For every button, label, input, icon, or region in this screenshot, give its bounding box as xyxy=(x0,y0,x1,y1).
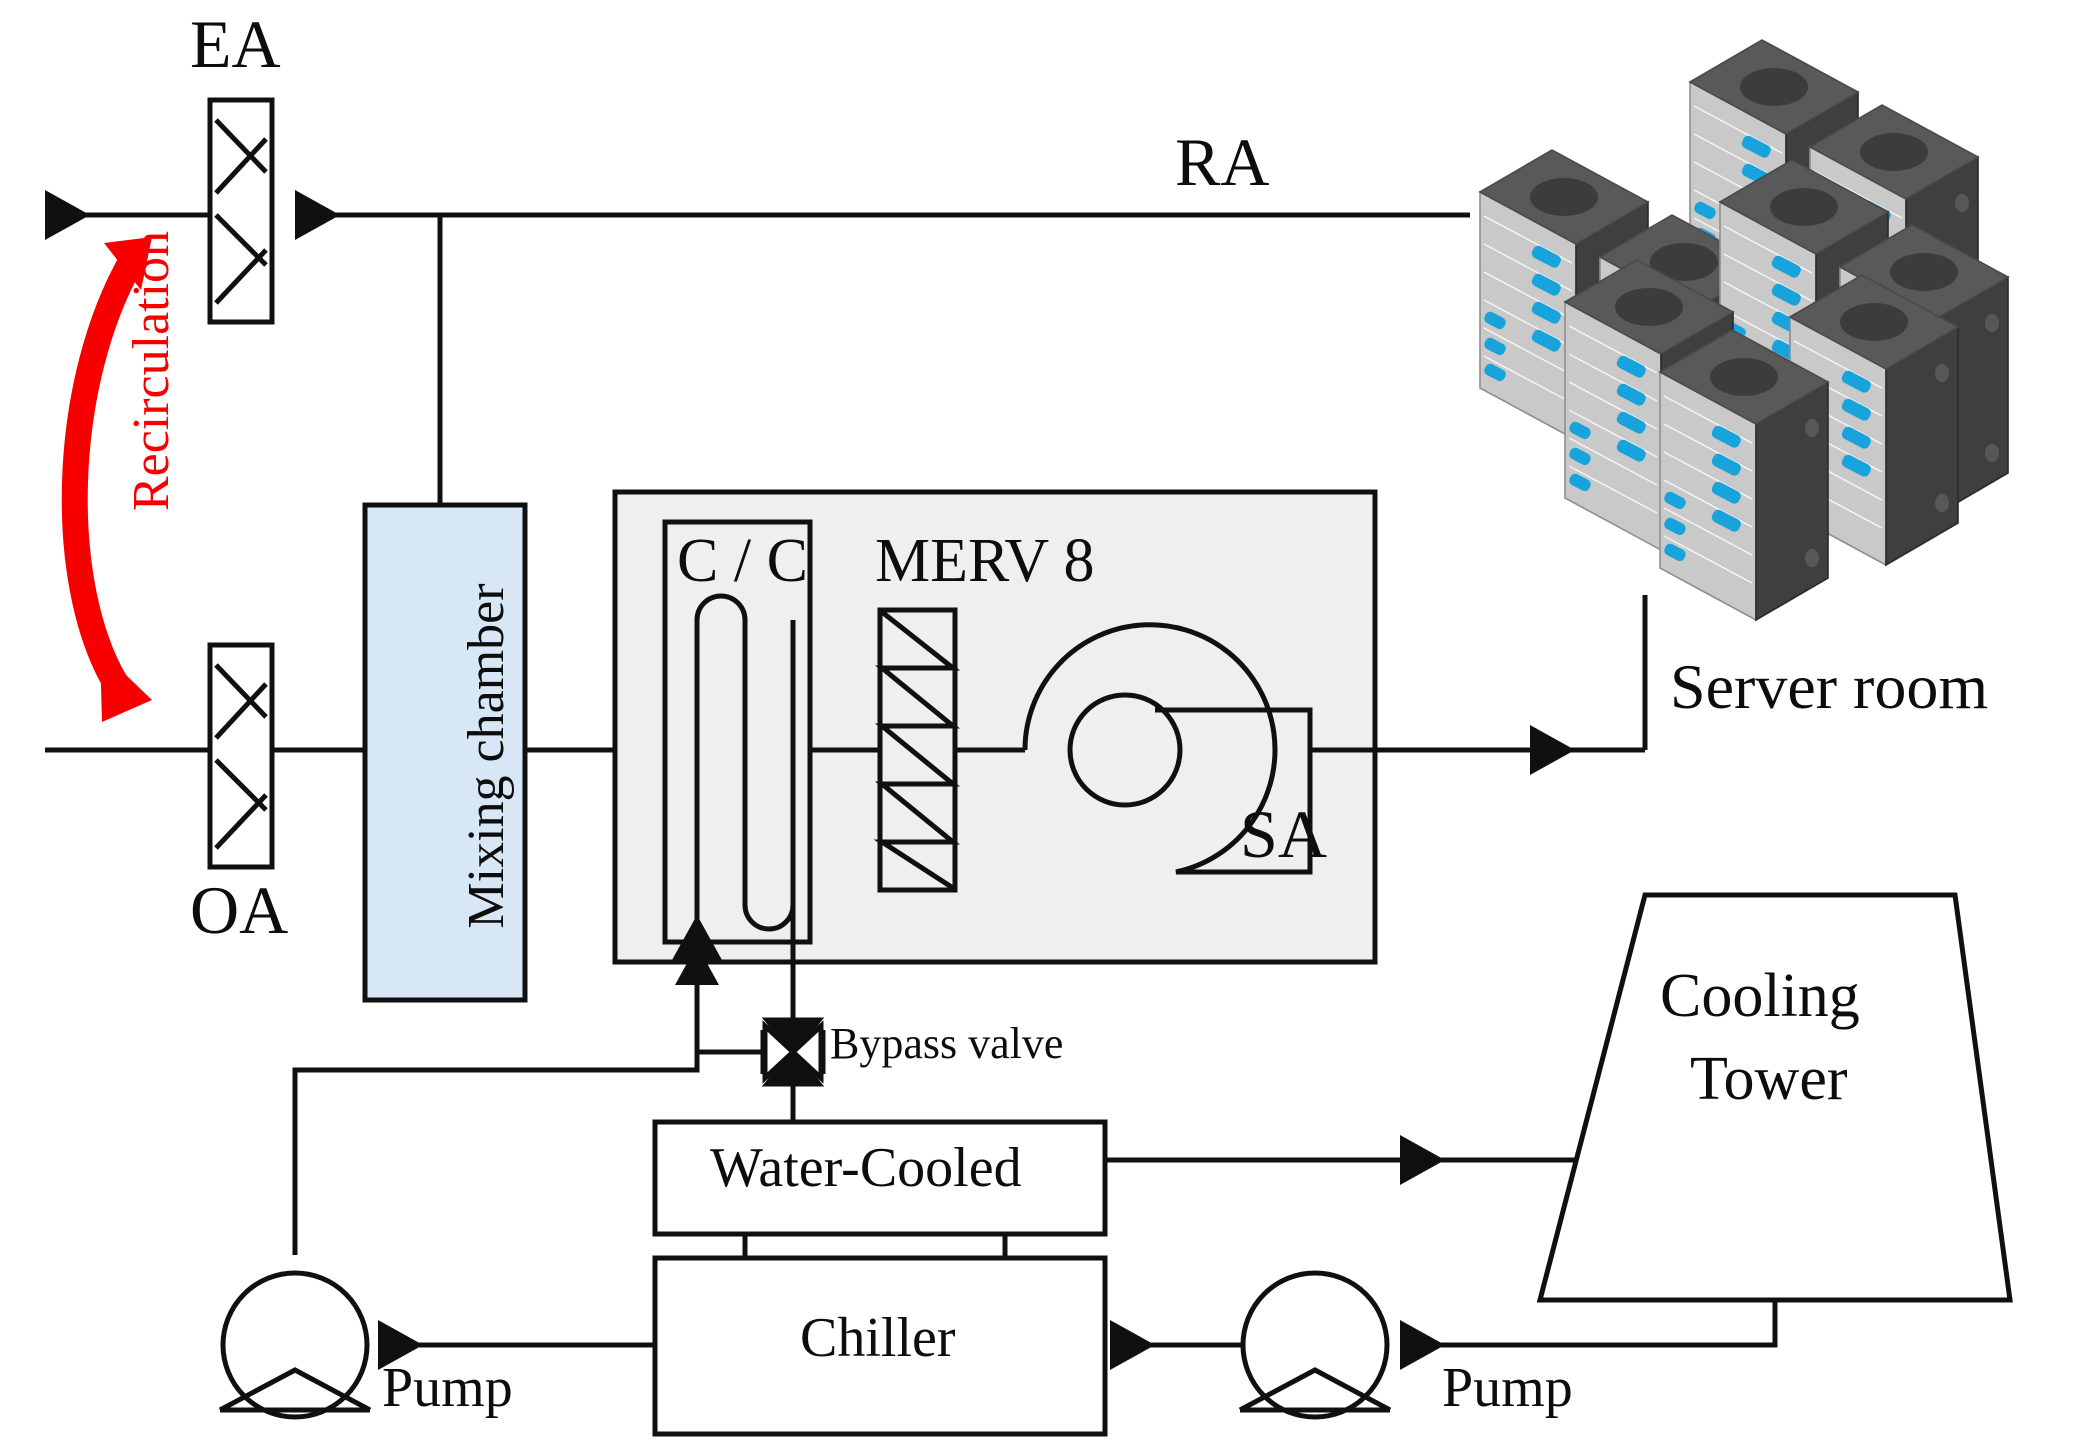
label-pump-left: Pump xyxy=(382,1357,513,1419)
label-cooling-coil: C / C xyxy=(677,527,808,595)
label-cooling-tower-line1: Cooling xyxy=(1660,962,1860,1030)
water-cooled-box[interactable] xyxy=(652,1119,1108,1237)
cooling-coil[interactable] xyxy=(662,519,813,1010)
label-server-room: Server room xyxy=(1670,651,1989,722)
merv-filter[interactable] xyxy=(873,607,961,893)
label-recirculation: Recirculation xyxy=(123,230,180,512)
label-bypass-valve: Bypass valve xyxy=(830,1019,1064,1068)
label-ea: EA xyxy=(190,6,281,82)
supply-air-duct xyxy=(1310,595,1648,775)
pump-condenser-water[interactable] xyxy=(1238,1270,1392,1420)
label-cooling-tower-line2: Tower xyxy=(1690,1045,1848,1113)
chiller-box[interactable] xyxy=(652,1255,1108,1437)
label-chiller: Chiller xyxy=(800,1307,956,1369)
bypass-valve[interactable] xyxy=(760,1017,826,1087)
cooling-tower[interactable] xyxy=(1536,892,2013,1303)
label-mixing-chamber: Mixing chamber xyxy=(458,583,515,929)
server-room-racks[interactable] xyxy=(1479,39,2009,621)
label-ra: RA xyxy=(1175,124,1270,200)
pump-chilled-water[interactable] xyxy=(218,1270,372,1420)
oa-damper[interactable] xyxy=(207,642,275,870)
label-sa: SA xyxy=(1240,796,1327,872)
label-water-cooled: Water-Cooled xyxy=(710,1137,1022,1199)
label-pump-right: Pump xyxy=(1442,1357,1573,1419)
recirculation-arrow xyxy=(61,237,152,722)
label-oa: OA xyxy=(190,872,289,948)
label-merv-filter: MERV 8 xyxy=(875,527,1095,595)
supply-fan[interactable] xyxy=(1022,622,1313,875)
ea-damper[interactable] xyxy=(207,97,275,325)
return-air-duct xyxy=(44,190,1470,505)
